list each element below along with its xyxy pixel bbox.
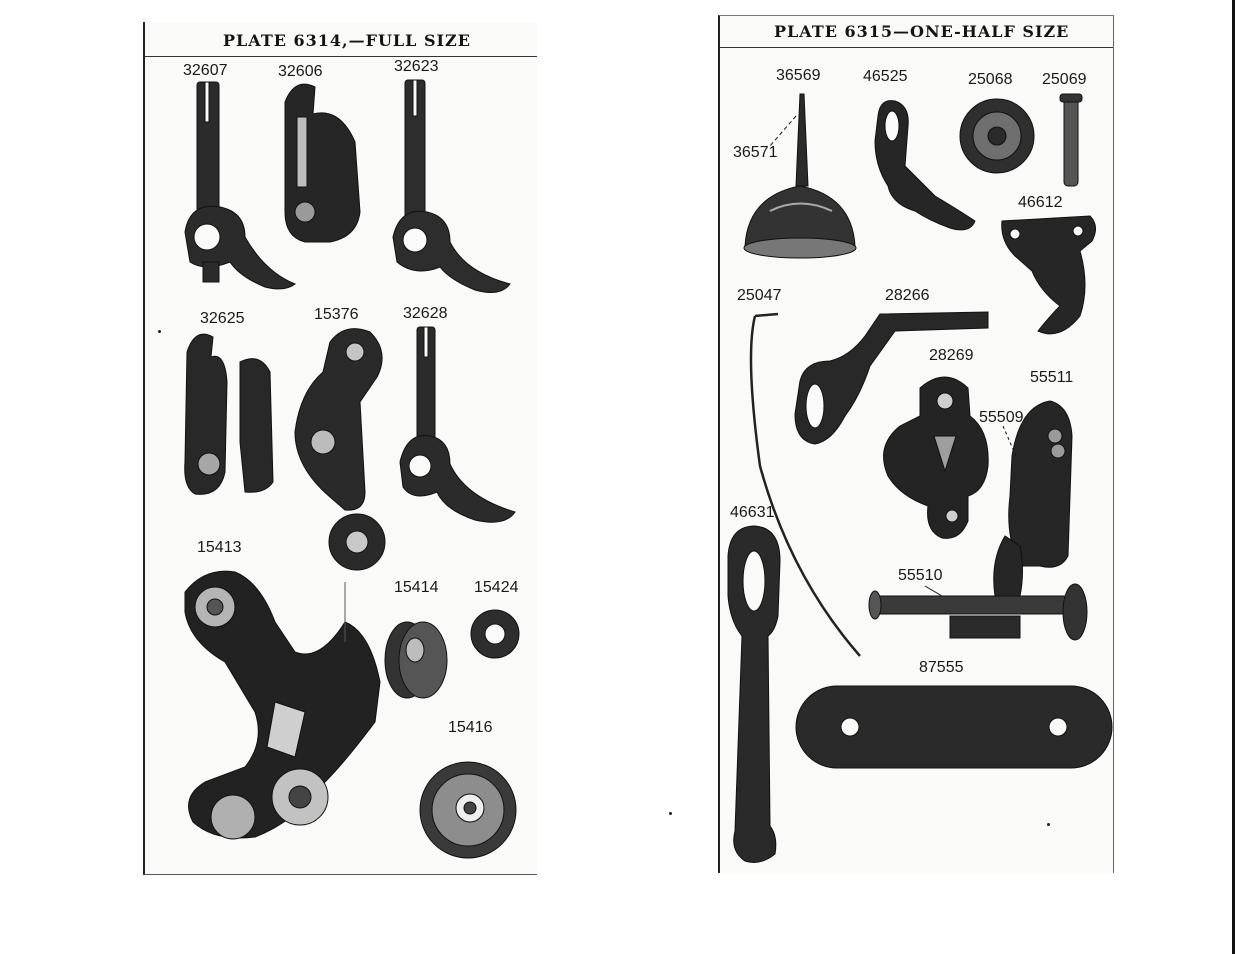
part-number-label: 25047 (737, 287, 782, 304)
leader-line-55510 (924, 585, 943, 597)
part-46631-illustration (727, 525, 781, 863)
part-number-label: 36571 (733, 144, 778, 161)
part-32628-illustration (399, 326, 516, 523)
plate-title: PLATE 6315—ONE-HALF SIZE (774, 22, 1070, 41)
part-55510-illustration (868, 583, 1088, 641)
part-number-label: 55510 (898, 567, 943, 584)
part-32623-illustration (392, 79, 511, 293)
part-number-label: 28269 (929, 347, 974, 364)
part-number-label: 32607 (183, 62, 228, 79)
part-15376-illustration (294, 328, 386, 571)
leader-line-36571 (769, 115, 797, 147)
part-number-label: 32625 (200, 310, 245, 327)
scan-speck (1047, 823, 1050, 826)
plate-title: PLATE 6314,—FULL SIZE (223, 31, 471, 50)
part-number-label: 15376 (314, 306, 359, 323)
part-number-label: 46525 (863, 68, 908, 85)
part-number-label: 25068 (968, 71, 1013, 88)
part-number-label: 15413 (197, 539, 242, 556)
part-number-label: 32623 (394, 58, 439, 75)
part-number-label: 28266 (885, 287, 930, 304)
part-25047-illustration (749, 315, 861, 657)
part-46612-illustration (1001, 215, 1096, 335)
part-46525-illustration (874, 100, 976, 231)
part-36569-illustration (743, 93, 857, 259)
part-number-label: 32628 (403, 305, 448, 322)
part-15413-illustration (184, 570, 381, 840)
part-32606-illustration (284, 83, 361, 243)
part-number-label: 46612 (1018, 194, 1063, 211)
part-number-label: 46631 (730, 504, 775, 521)
plate-6314: PLATE 6314,—FULL SIZE (143, 22, 537, 875)
title-rule (145, 56, 537, 57)
part-number-label: 55509 (979, 409, 1024, 426)
part-15414-illustration (384, 621, 448, 699)
plate-6315: PLATE 6315—ONE-HALF SIZE (718, 15, 1114, 873)
part-28269-illustration (883, 376, 989, 539)
part-32607-illustration (184, 81, 296, 290)
part-15416-illustration (419, 761, 517, 859)
part-number-label: 32606 (278, 63, 323, 80)
part-25069-illustration (1059, 93, 1083, 187)
part-number-label: 15414 (394, 579, 439, 596)
plate-6315-parts-illustration (727, 93, 1113, 863)
part-55511-illustration (993, 400, 1073, 597)
part-25068-illustration (959, 98, 1035, 174)
part-number-label: 15416 (448, 719, 493, 736)
title-rule (720, 47, 1113, 48)
part-number-label: 25069 (1042, 71, 1087, 88)
scan-edge (1232, 0, 1235, 954)
part-number-label: 36569 (776, 67, 821, 84)
part-32625-illustration (184, 333, 274, 495)
part-number-label: 55511 (1030, 369, 1074, 386)
part-number-label: 15424 (474, 579, 519, 596)
part-15424-illustration (470, 609, 520, 659)
part-87555-illustration (795, 685, 1113, 769)
part-number-label: 87555 (919, 659, 964, 676)
plate-6314-parts-illustration (184, 79, 520, 859)
scan-speck (158, 330, 161, 333)
part-28266-illustration (794, 311, 989, 445)
scan-speck (669, 812, 672, 815)
